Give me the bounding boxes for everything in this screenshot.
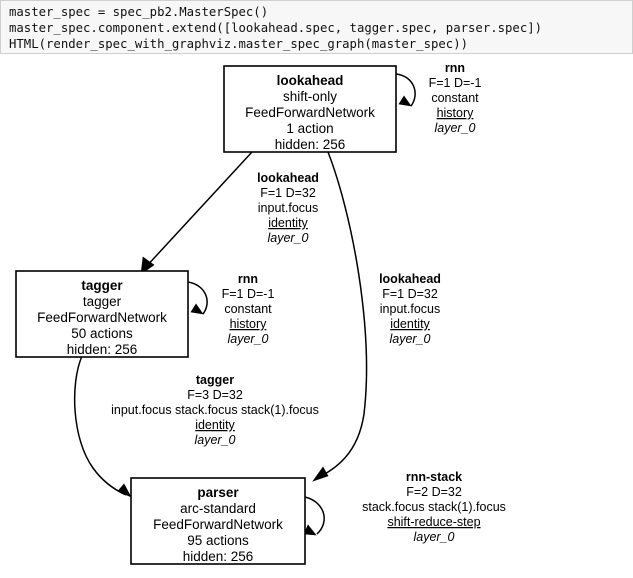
- edge-lookahead-self-dims: F=1 D=-1: [429, 76, 482, 90]
- node-parser-hidden: hidden: 256: [183, 549, 254, 564]
- edge-tagger-to-parser: tagger F=3 D=32 input.focus stack.focus …: [73, 355, 319, 498]
- node-lookahead[interactable]: lookahead shift-only FeedForwardNetwork …: [223, 65, 397, 153]
- edge-tagger-self: rnn F=1 D=-1 constant history layer_0: [187, 272, 275, 346]
- edge-lookahead-to-parser: lookahead F=1 D=32 input.focus identity …: [312, 151, 441, 482]
- edge-lookahead-to-parser-source: input.focus: [380, 302, 440, 316]
- node-tagger-system: tagger: [83, 294, 122, 309]
- edge-lookahead-to-parser-translator: identity: [390, 317, 430, 331]
- master-spec-graph: rnn F=1 D=-1 constant history layer_0 lo…: [0, 54, 633, 578]
- edge-lookahead-to-tagger-name: lookahead: [257, 171, 319, 185]
- edge-lookahead-to-tagger-path: [143, 151, 253, 270]
- edge-lookahead-self-name: rnn: [445, 61, 465, 75]
- edge-lookahead-self-path: [395, 73, 416, 107]
- node-parser[interactable]: parser arc-standard FeedForwardNetwork 9…: [130, 477, 306, 565]
- edge-lookahead-self: rnn F=1 D=-1 constant history layer_0: [395, 61, 482, 135]
- edge-parser-self-source: stack.focus stack(1).focus: [362, 500, 506, 514]
- edge-lookahead-to-tagger: lookahead F=1 D=32 input.focus identity …: [140, 151, 319, 275]
- edge-parser-self-translator: shift-reduce-step: [387, 515, 480, 529]
- edge-tagger-self-source: constant: [224, 302, 272, 316]
- node-tagger-actions: 50 actions: [71, 326, 133, 341]
- edge-parser-self-layer: layer_0: [414, 530, 455, 544]
- node-tagger-box[interactable]: [15, 270, 189, 358]
- edge-tagger-self-layer: layer_0: [228, 332, 269, 346]
- edge-tagger-self-dims: F=1 D=-1: [222, 287, 275, 301]
- node-tagger-title: tagger: [81, 278, 123, 293]
- node-parser-actions: 95 actions: [187, 533, 249, 548]
- edge-tagger-self-name: rnn: [238, 272, 258, 286]
- edge-tagger-to-parser-source: input.focus stack.focus stack(1).focus: [111, 403, 319, 417]
- node-lookahead-box[interactable]: [223, 65, 397, 153]
- edge-lookahead-self-arrowhead: [398, 95, 412, 107]
- graph-svg: rnn F=1 D=-1 constant history layer_0 lo…: [15, 61, 506, 565]
- edge-lookahead-to-tagger-arrowhead: [140, 256, 155, 275]
- edge-tagger-to-parser-arrowhead: [117, 483, 132, 498]
- edge-lookahead-self-source: constant: [431, 91, 479, 105]
- edge-lookahead-to-tagger-layer: layer_0: [268, 231, 309, 245]
- code-cell[interactable]: master_spec = spec_pb2.MasterSpec() mast…: [0, 0, 633, 54]
- edge-tagger-self-path: [187, 281, 208, 315]
- edge-lookahead-to-parser-arrowhead: [312, 466, 329, 482]
- node-tagger[interactable]: tagger tagger FeedForwardNetwork 50 acti…: [15, 270, 189, 358]
- node-lookahead-network: FeedForwardNetwork: [245, 105, 375, 120]
- edge-lookahead-to-tagger-source: input.focus: [258, 201, 318, 215]
- edge-tagger-self-arrowhead: [190, 303, 204, 315]
- node-lookahead-actions: 1 action: [286, 121, 333, 136]
- edge-lookahead-to-parser-name: lookahead: [379, 272, 441, 286]
- edge-lookahead-to-parser-path: [317, 151, 368, 479]
- edge-parser-self-name: rnn-stack: [406, 470, 462, 484]
- code-line-3: HTML(render_spec_with_graphviz.master_sp…: [9, 37, 469, 51]
- edge-lookahead-to-tagger-translator: identity: [268, 216, 308, 230]
- code-line-1: master_spec = spec_pb2.MasterSpec(): [9, 5, 269, 19]
- edge-lookahead-self-layer: layer_0: [435, 121, 476, 135]
- edge-tagger-to-parser-dims: F=3 D=32: [187, 388, 243, 402]
- edge-lookahead-to-parser-dims: F=1 D=32: [382, 287, 438, 301]
- node-lookahead-system: shift-only: [283, 89, 337, 104]
- edge-tagger-to-parser-layer: layer_0: [195, 433, 236, 447]
- edge-tagger-to-parser-path: [73, 355, 127, 496]
- node-tagger-network: FeedForwardNetwork: [37, 310, 167, 325]
- edge-tagger-to-parser-translator: identity: [195, 418, 235, 432]
- node-parser-system: arc-standard: [180, 501, 256, 516]
- edge-lookahead-to-parser-layer: layer_0: [390, 332, 431, 346]
- edge-parser-self: rnn-stack F=2 D=32 stack.focus stack(1).…: [303, 470, 506, 544]
- node-parser-network: FeedForwardNetwork: [153, 517, 283, 532]
- edge-lookahead-to-tagger-dims: F=1 D=32: [260, 186, 316, 200]
- code-line-2: master_spec.component.extend([lookahead.…: [9, 21, 543, 35]
- node-parser-box[interactable]: [130, 477, 306, 565]
- node-tagger-hidden: hidden: 256: [67, 342, 138, 357]
- edge-tagger-self-translator: history: [230, 317, 268, 331]
- node-lookahead-hidden: hidden: 256: [275, 137, 346, 152]
- edge-parser-self-dims: F=2 D=32: [406, 485, 462, 499]
- node-parser-title: parser: [197, 485, 239, 500]
- edge-lookahead-self-translator: history: [437, 106, 475, 120]
- edge-parser-self-arrowhead: [303, 524, 317, 536]
- edge-parser-self-path: [304, 496, 325, 535]
- edge-tagger-to-parser-name: tagger: [196, 373, 234, 387]
- node-lookahead-title: lookahead: [277, 73, 344, 88]
